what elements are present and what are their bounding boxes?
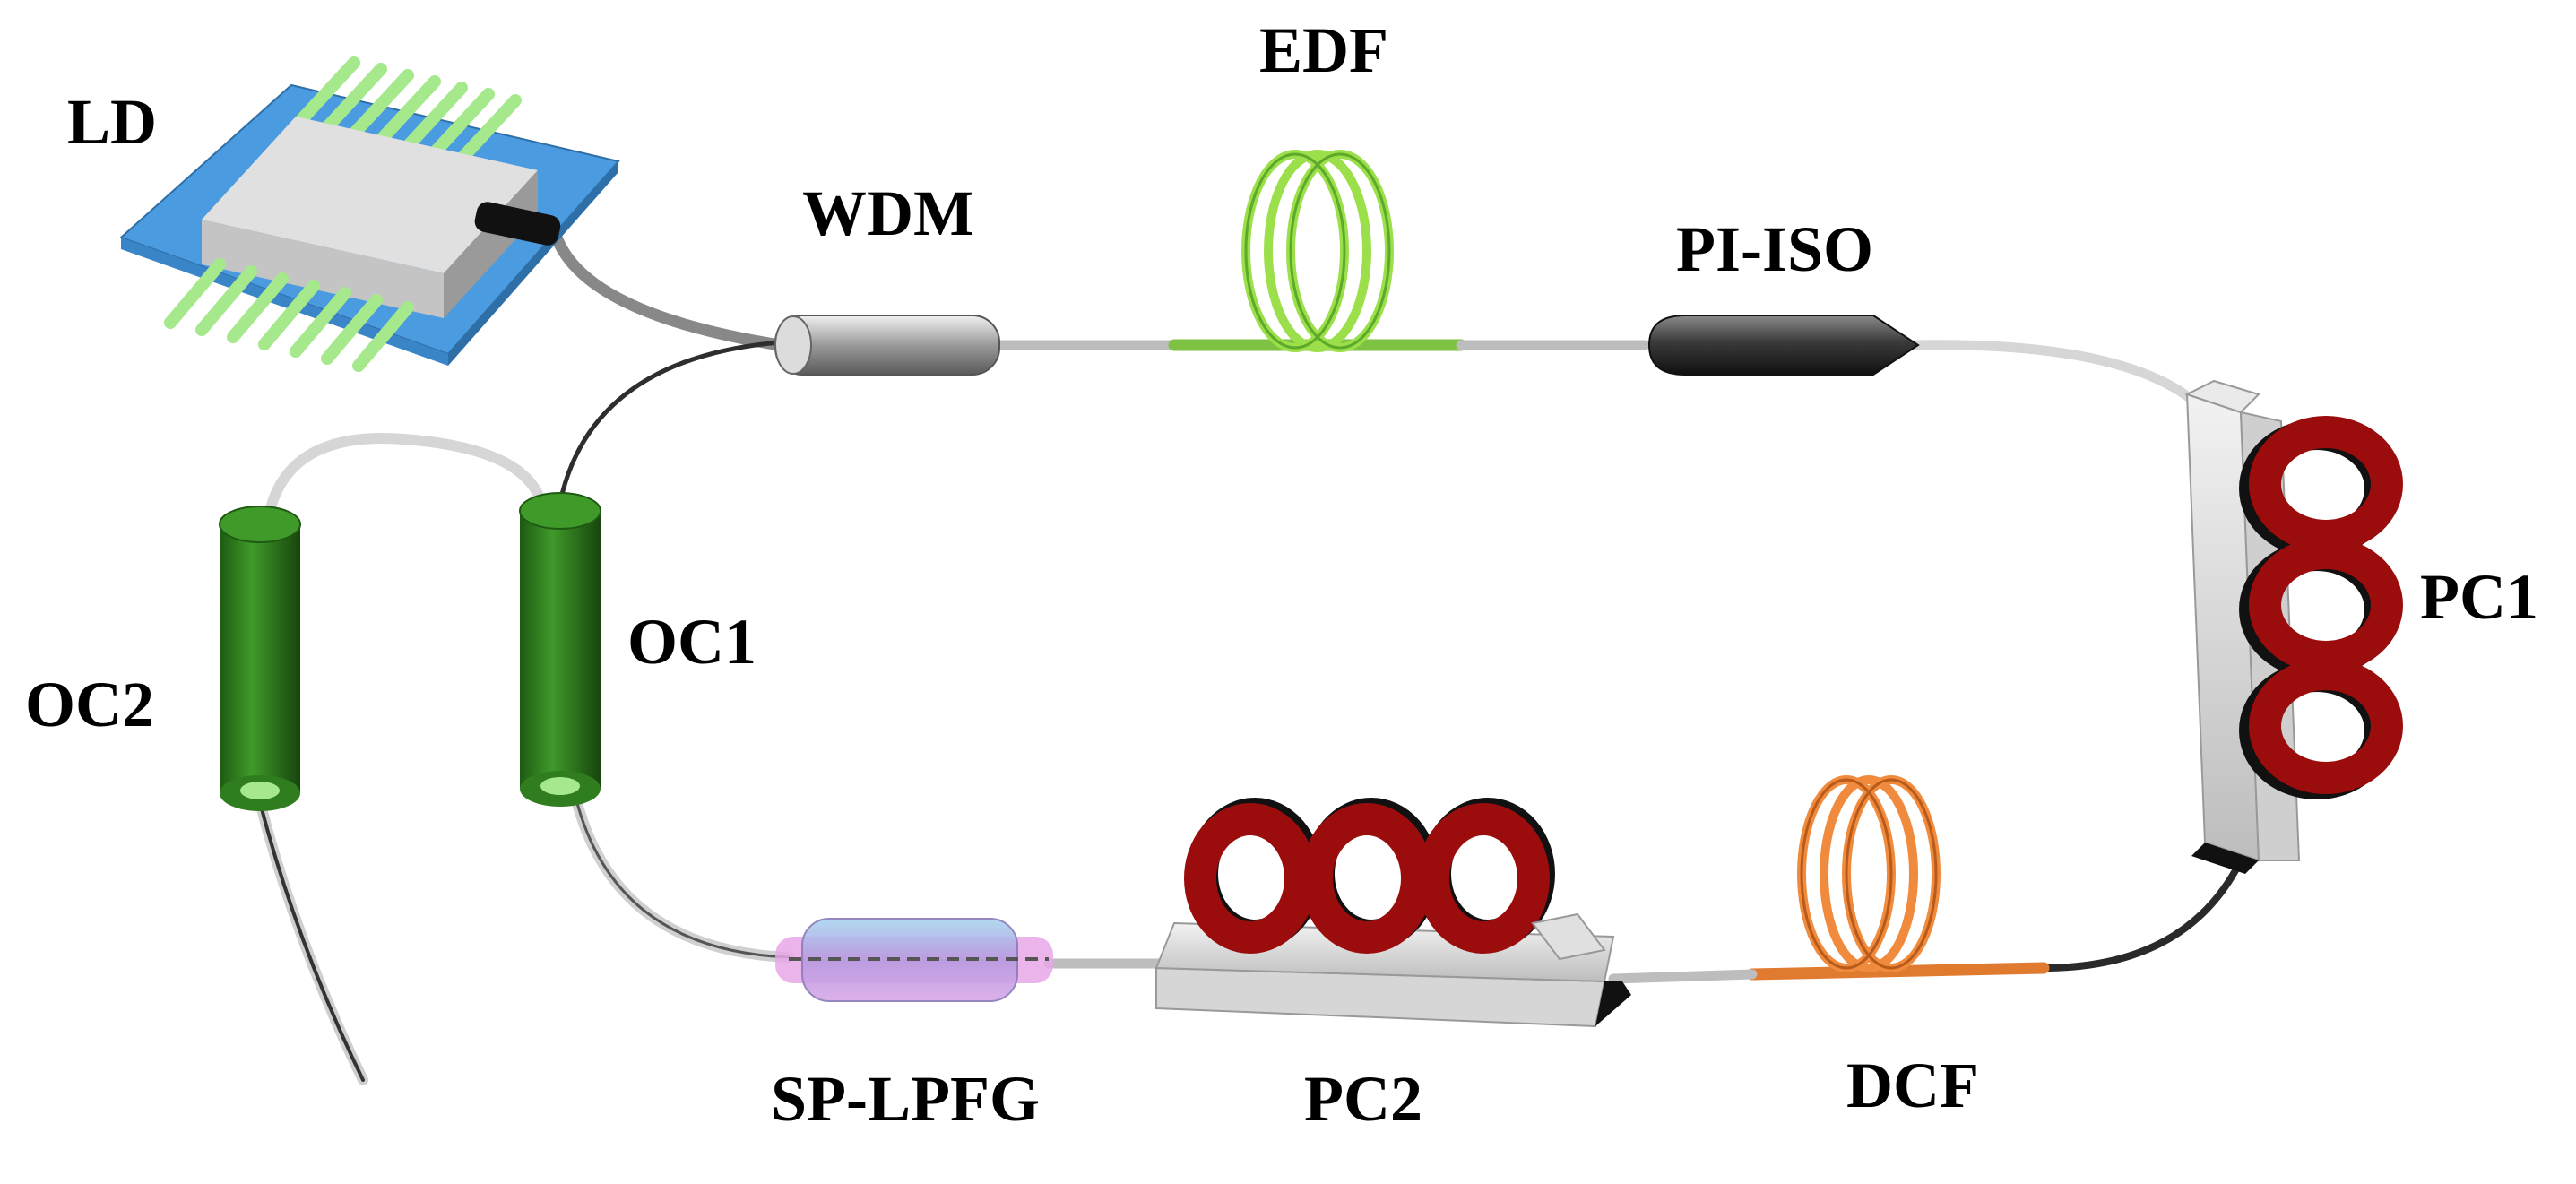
label-edf: EDF [1259,14,1388,86]
fiber-oc1-to-wdm [558,340,782,505]
fiber-lpfg-to-oc1 [568,783,794,963]
polarization-controller-1 [2184,379,2403,874]
dcf-coil [1797,775,1941,972]
polarization-controller-2 [1154,798,1631,1028]
laser-diode-pigtail [474,202,561,246]
component-labels: LD EDF WDM PI-ISO PC1 OC1 OC2 SP-LPFG PC… [25,14,2538,1135]
sp-lpfg [775,918,1053,1002]
fiber-isolator-to-pc1 [1908,340,2219,427]
laser-diode-chip-top [202,117,538,273]
label-oc1: OC1 [627,606,756,678]
laser-diode-pins-top [294,56,522,165]
label-sp-lpfg: SP-LPFG [771,1063,1040,1135]
fiber-pc1-to-dcf [2040,857,2244,972]
label-dcf: DCF [1846,1050,1979,1121]
pc1-paddles [2239,416,2403,799]
label-pc1: PC1 [2420,561,2538,633]
wdm-coupler [774,315,1000,376]
label-pc2: PC2 [1304,1063,1422,1135]
fiber-oc2-output [255,797,368,1085]
pc2-paddles [1184,798,1555,954]
label-pi-iso: PI-ISO [1676,213,1873,285]
label-wdm: WDM [802,177,974,249]
fiber-dcf-to-pc2 [1608,969,1758,984]
label-ld: LD [67,86,157,158]
laser-diode [119,56,620,372]
fiber-network [255,229,2244,1085]
output-coupler-1 [519,492,601,807]
label-oc2: OC2 [25,669,154,740]
laser-diode-pins-bottom [164,258,414,372]
output-coupler-2 [219,506,301,811]
edf-coil [1241,150,1394,352]
pi-isolator [1647,315,1920,376]
fiber-ld-to-wdm [549,229,786,351]
fiber-oc1-to-oc2 [264,433,548,521]
